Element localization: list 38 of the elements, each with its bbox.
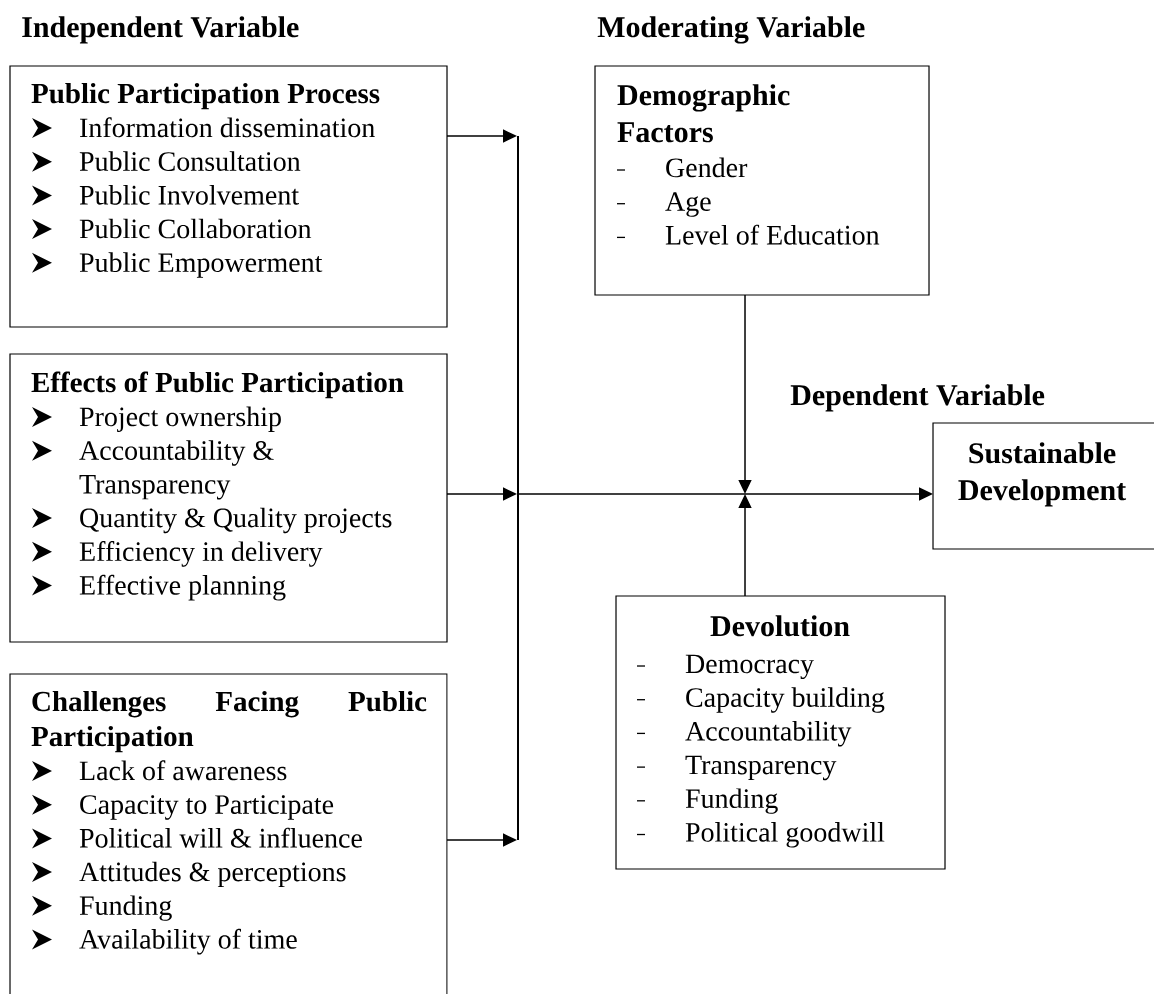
text-box bbox=[9, 353, 448, 643]
bullet-item: Level of Education bbox=[616, 224, 880, 245]
bullet-item: Public Collaboration bbox=[32, 218, 312, 240]
box-heading: Effects of Public Participation bbox=[31, 371, 404, 399]
bullet-item: Attitudes & perceptions bbox=[32, 861, 346, 888]
bullet-item: Capacity building bbox=[636, 687, 885, 713]
text-box bbox=[594, 65, 930, 296]
bullet-item: Public Involvement bbox=[32, 184, 299, 206]
section-heading: Dependent Variable bbox=[790, 384, 1045, 412]
box-heading: Sustainable Development bbox=[958, 442, 1127, 507]
box-heading: Demographic Factors bbox=[617, 84, 790, 143]
bullet-item: Public Consultation bbox=[32, 151, 301, 172]
bullet-item: Democracy bbox=[636, 654, 814, 680]
bullet-item: Political will & influence bbox=[32, 827, 362, 849]
bullet-item: Efficiency in delivery bbox=[32, 541, 323, 567]
bullet-item: Availability of time bbox=[32, 928, 297, 955]
bullet-item: Information dissemination bbox=[32, 117, 375, 138]
bullet-item: Project ownership bbox=[32, 406, 281, 432]
text-box bbox=[615, 595, 946, 870]
box-heading: Devolution bbox=[710, 615, 850, 637]
bullet-item: Lack of awareness bbox=[32, 760, 287, 781]
bullet-item: Funding bbox=[32, 895, 172, 921]
bullet-item: Capacity to Participate bbox=[32, 794, 334, 820]
bullet-item: Public Empowerment bbox=[32, 252, 323, 278]
bullet-item: Accountability & Transparency bbox=[32, 440, 274, 500]
bullet-item: Accountability bbox=[636, 721, 852, 747]
bullet-item: Political goodwill bbox=[636, 822, 885, 848]
text-box bbox=[932, 422, 1154, 550]
bullet-item: Effective planning bbox=[32, 574, 286, 601]
bullet-item: Gender bbox=[616, 157, 748, 178]
bullet-item: Age bbox=[616, 192, 711, 217]
text-box bbox=[9, 65, 448, 328]
bullet-item: Transparency bbox=[636, 755, 837, 781]
bullet-item: Quantity & Quality projects bbox=[32, 507, 392, 534]
text-box bbox=[9, 673, 448, 994]
box-heading: Challenges Facing Public Participation bbox=[31, 690, 427, 753]
bullet-item: Funding bbox=[636, 788, 778, 814]
box-heading: Public Participation Process bbox=[31, 82, 380, 110]
